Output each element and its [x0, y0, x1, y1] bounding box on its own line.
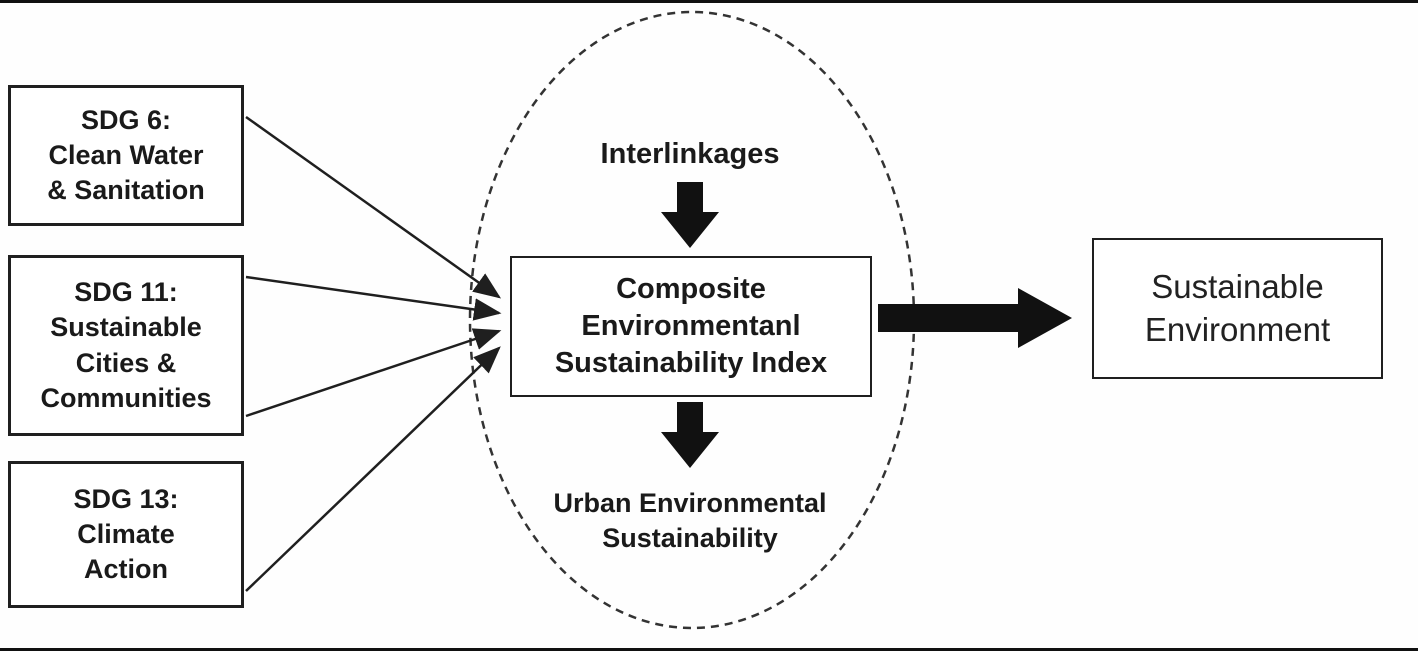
sdg11-box: SDG 11: Sustainable Cities & Communities — [8, 255, 244, 436]
sustainable-environment-box: Sustainable Environment — [1092, 238, 1383, 379]
index-to-environment-right-arrow — [878, 288, 1072, 348]
sdg6-box: SDG 6: Clean Water & Sanitation — [8, 85, 244, 226]
index-to-urban-down-arrow — [661, 402, 719, 468]
arrow-sdg11-bottom-to-index — [245, 328, 502, 418]
composite-index-box: Composite Environmentanl Sustainability … — [510, 256, 872, 397]
interlinkages-down-arrow — [661, 182, 719, 248]
sdg13-box: SDG 13: Climate Action — [8, 461, 244, 608]
arrow-sdg6-to-index — [245, 115, 502, 299]
interlinkages-label: Interlinkages — [600, 138, 780, 170]
top-border-line — [0, 0, 1418, 3]
arrow-sdg13-to-index — [245, 346, 501, 592]
bottom-border-line — [0, 648, 1418, 651]
arrow-sdg11-top-to-index — [245, 275, 502, 321]
urban-environmental-sustainability-label: Urban Environmental Sustainability — [553, 488, 827, 554]
